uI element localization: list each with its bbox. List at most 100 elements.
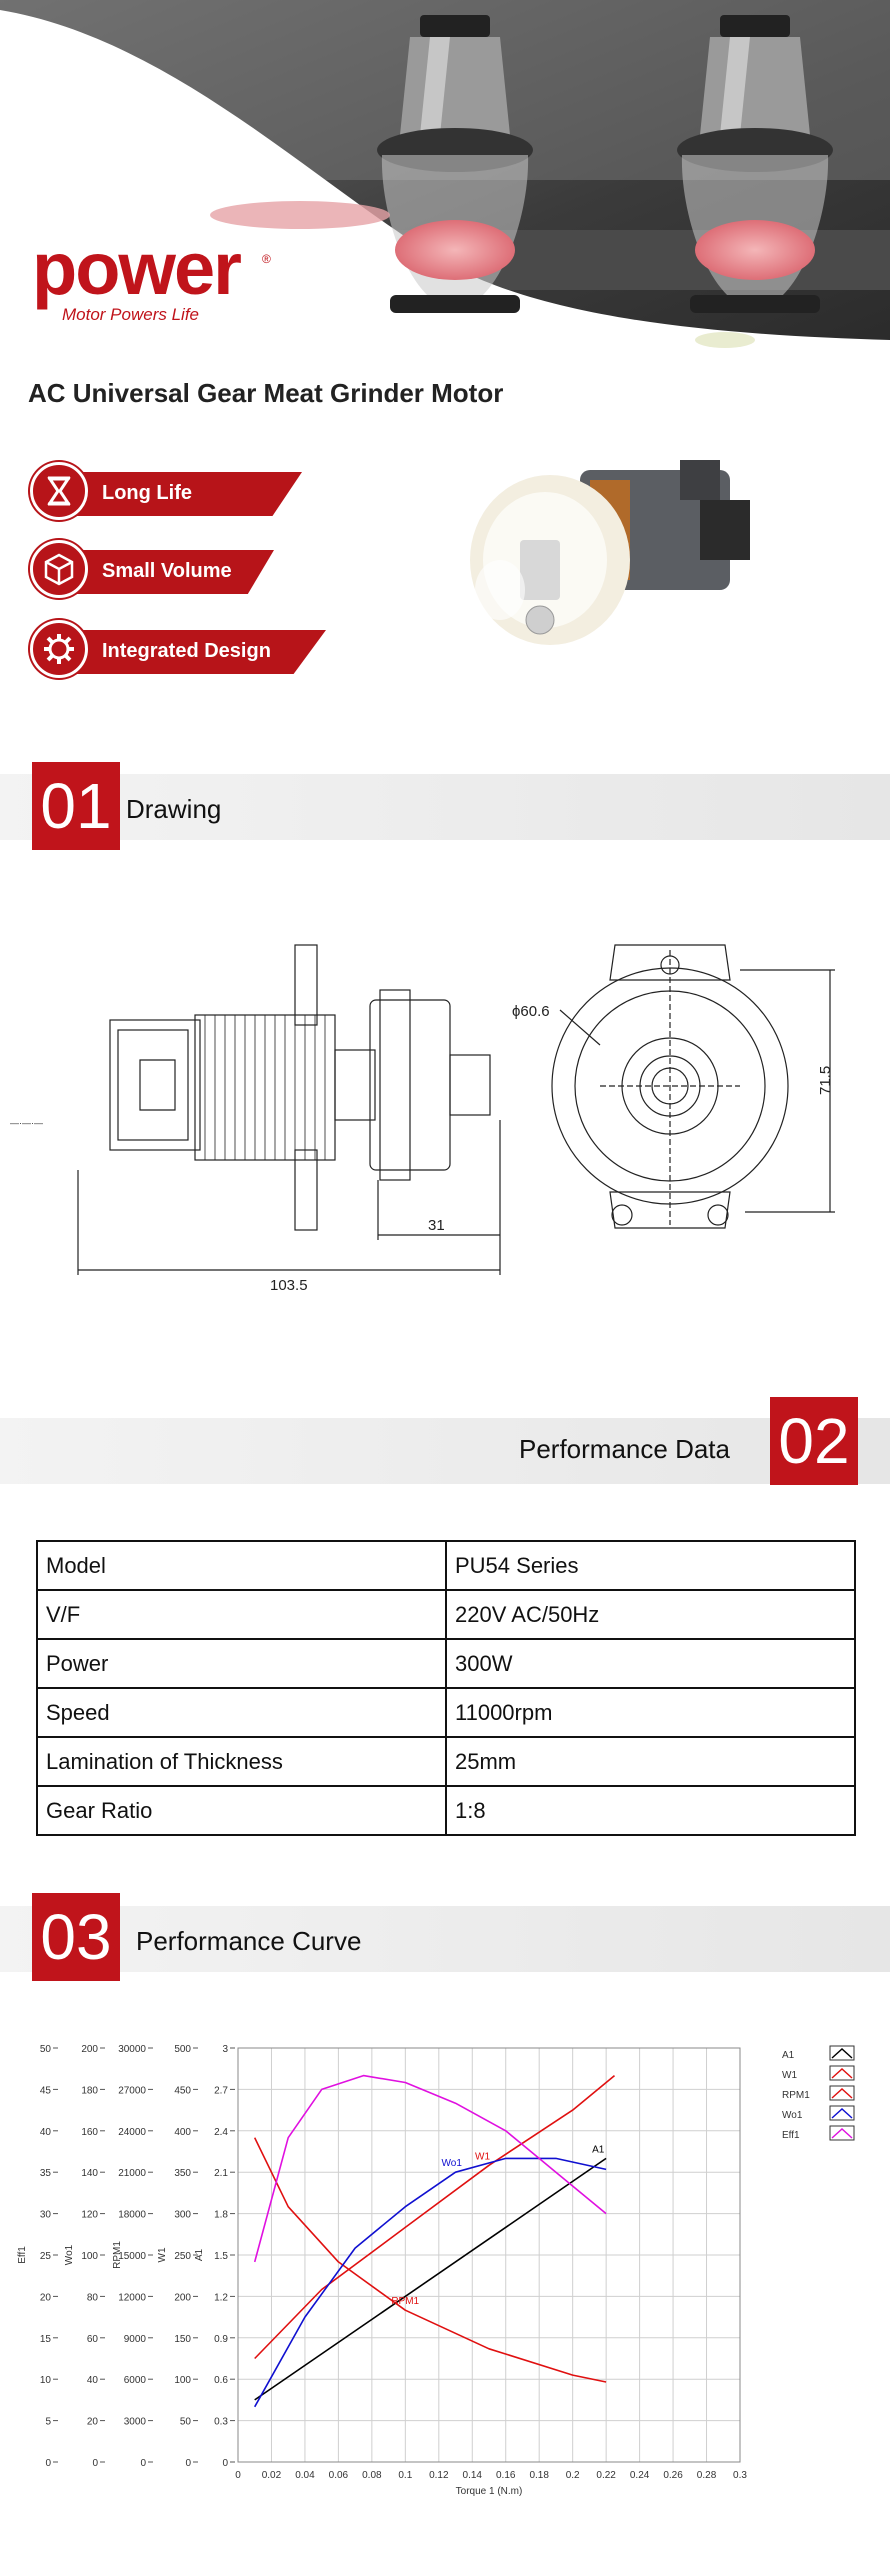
page-title: AC Universal Gear Meat Grinder Motor <box>28 378 504 408</box>
feature-integrated-design: Integrated Design <box>30 620 326 678</box>
section-header-bar <box>0 774 890 840</box>
y-axis-label: W1 <box>157 2247 168 2262</box>
spec-key: Lamination of Thickness <box>36 1736 447 1787</box>
legend-swatch-box <box>829 2105 855 2121</box>
spec-key: Power <box>36 1638 447 1689</box>
y-axis-label: A1 <box>194 2248 205 2261</box>
y-tick-label: 80 <box>87 2292 99 2303</box>
y-tick-label: 0.3 <box>214 2417 228 2428</box>
x-tick-label: 0.06 <box>329 2470 349 2481</box>
curve-label: RPM1 <box>391 2296 419 2307</box>
section-title-performance-curve: Performance Curve <box>136 1926 362 1956</box>
y-tick-label: 15000 <box>118 2251 146 2262</box>
y-tick-label: 350 <box>174 2168 191 2179</box>
spec-value: 25mm <box>445 1736 856 1787</box>
spec-key: Speed <box>36 1687 447 1738</box>
y-axis-label: Wo1 <box>64 2244 75 2265</box>
y-tick-label: 2.7 <box>214 2085 228 2096</box>
y-tick-label: 50 <box>40 2044 52 2055</box>
legend-swatch-line <box>831 2088 853 2099</box>
x-tick-label: 0.16 <box>496 2470 516 2481</box>
spec-value: 300W <box>445 1638 856 1689</box>
legend-label: Eff1 <box>782 2130 800 2141</box>
y-tick-label: 24000 <box>118 2127 146 2138</box>
legend-swatch-line <box>831 2068 853 2079</box>
y-tick-label: 60 <box>87 2334 99 2345</box>
section-number: 03 <box>32 1893 120 1981</box>
y-tick-label: 0 <box>45 2458 51 2469</box>
y-tick-label: 0 <box>185 2458 191 2469</box>
x-tick-label: 0.24 <box>630 2470 650 2481</box>
hourglass-icon <box>47 476 71 506</box>
x-tick-label: 0.1 <box>398 2470 412 2481</box>
series-line-eff1 <box>253 2074 607 2263</box>
spec-value: PU54 Series <box>445 1540 856 1591</box>
y-tick-label: 6000 <box>124 2375 147 2386</box>
section-header-bar <box>0 1906 890 1972</box>
y-tick-label: 0 <box>92 2458 98 2469</box>
x-tick-label: 0 <box>235 2470 241 2481</box>
dim-width-label: 103.5 <box>270 1277 308 1294</box>
y-tick-label: 0.6 <box>214 2375 228 2386</box>
y-tick-label: 27000 <box>118 2085 146 2096</box>
x-tick-label: 0.2 <box>566 2470 580 2481</box>
spec-key: V/F <box>36 1589 447 1640</box>
spec-value: 1:8 <box>445 1785 856 1836</box>
y-tick-label: 0.9 <box>214 2334 228 2345</box>
legend-swatch-box <box>829 2045 855 2061</box>
spec-key: Gear Ratio <box>36 1785 447 1836</box>
feature-label: Small Volume <box>102 560 232 582</box>
y-tick-label: 45 <box>40 2085 52 2096</box>
y-tick-label: 1.8 <box>214 2210 228 2221</box>
y-tick-label: 100 <box>81 2251 98 2262</box>
section-number: 02 <box>770 1397 858 1485</box>
dim-height-label: 71.5 <box>817 1066 834 1095</box>
y-tick-label: 40 <box>87 2375 99 2386</box>
y-tick-label: 20 <box>40 2292 52 2303</box>
y-tick-label: 3 <box>222 2044 228 2055</box>
spec-key: Model <box>36 1540 447 1591</box>
y-tick-label: 25 <box>40 2251 52 2262</box>
y-tick-label: 15 <box>40 2334 52 2345</box>
x-tick-label: 0.02 <box>262 2470 282 2481</box>
y-tick-label: 0 <box>140 2458 146 2469</box>
feature-small-volume: Small Volume <box>30 540 274 598</box>
brand-logo: power <box>32 227 242 310</box>
curve-label: A1 <box>592 2144 605 2155</box>
x-tick-label: 0.26 <box>663 2470 683 2481</box>
left-axis-mark: —·—·— <box>10 1118 43 1128</box>
x-tick-label: 0.18 <box>529 2470 549 2481</box>
dim-diameter-label: ϕ60.6 <box>512 1003 550 1020</box>
legend-label: Wo1 <box>782 2110 803 2121</box>
feature-label: Integrated Design <box>102 640 271 662</box>
y-tick-label: 0 <box>222 2458 228 2469</box>
y-tick-label: 50 <box>180 2417 192 2428</box>
y-tick-label: 40 <box>40 2127 52 2138</box>
y-tick-label: 200 <box>81 2044 98 2055</box>
x-axis-label: Torque 1 (N.m) <box>456 2486 523 2497</box>
curve-label: Wo1 <box>442 2158 463 2169</box>
technical-drawing: —·—·— 103.5 31 ϕ60.6 71.5 <box>10 944 835 1294</box>
y-tick-label: 450 <box>174 2085 191 2096</box>
y-tick-label: 100 <box>174 2375 191 2386</box>
spec-value: 11000rpm <box>445 1687 856 1738</box>
y-tick-label: 300 <box>174 2210 191 2221</box>
curve-label: W1 <box>475 2151 490 2162</box>
legend-label: A1 <box>782 2050 795 2061</box>
y-tick-label: 2.4 <box>214 2127 228 2138</box>
series-line-a1 <box>254 2157 607 2401</box>
spec-value: 220V AC/50Hz <box>445 1589 856 1640</box>
series-line-w1 <box>254 2074 616 2360</box>
x-tick-label: 0.04 <box>295 2470 315 2481</box>
legend-swatch-line <box>831 2108 853 2119</box>
feature-long-life: Long Life <box>30 462 302 520</box>
y-tick-label: 20 <box>87 2417 99 2428</box>
y-tick-label: 1.5 <box>214 2251 228 2262</box>
y-tick-label: 5 <box>45 2417 51 2428</box>
y-tick-label: 35 <box>40 2168 52 2179</box>
x-tick-label: 0.28 <box>697 2470 717 2481</box>
